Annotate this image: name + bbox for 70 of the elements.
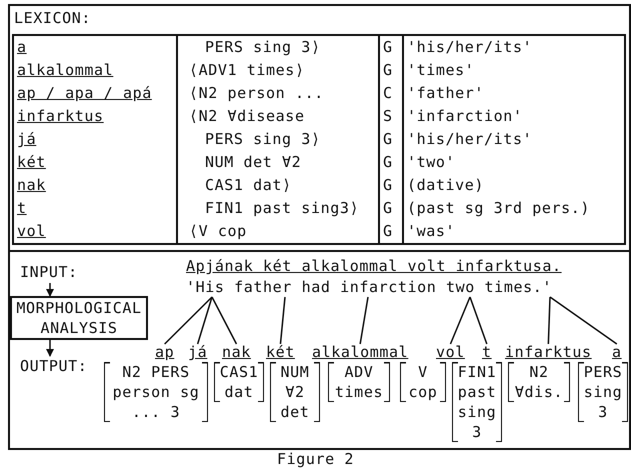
field-label: INPUT:: [20, 262, 78, 283]
arrow: [46, 340, 54, 357]
gloss-text: 'times': [407, 61, 474, 79]
code-letter: C: [383, 84, 393, 102]
code-letter: G: [383, 222, 393, 240]
lexical-form: alkalommal: [17, 61, 114, 79]
morpheme: két: [266, 342, 295, 363]
lexical-form: két: [17, 153, 46, 171]
gloss-text: 'infarction': [407, 107, 523, 125]
lexical-form: nak: [17, 176, 46, 194]
code-letter: G: [383, 61, 393, 79]
feature-code: NUM det ∀2: [205, 153, 302, 171]
feature-matrix: V cop: [400, 362, 446, 402]
process-box: MORPHOLOGICAL ANALYSIS: [10, 296, 148, 340]
feature-code: ⟨ADV1 times⟩: [189, 61, 305, 79]
morpheme: já: [188, 342, 208, 363]
feature-code: CAS1 dat⟩: [205, 176, 292, 194]
lexical-form: vol: [17, 222, 46, 240]
feature-code: PERS sing 3⟩: [205, 38, 321, 56]
feature-matrix: CAS1 dat: [214, 362, 264, 402]
morpheme: alkalommal: [312, 342, 408, 363]
connector-line: [196, 296, 213, 344]
morpheme: infarktus: [505, 342, 592, 363]
feature-matrix: N2 PERS person sg ... 3: [104, 362, 208, 422]
morpheme: t: [482, 342, 492, 363]
feature-code: ⟨N2 ∀disease: [189, 107, 305, 125]
translation-text: 'His father had infarction two times.': [186, 277, 553, 298]
connector-line: [359, 296, 369, 344]
lexical-form: t: [17, 199, 27, 217]
code-letter: S: [383, 107, 393, 125]
figure-caption: Figure 2: [276, 449, 356, 470]
lexical-form: já: [17, 130, 36, 148]
morpheme: ap: [155, 342, 174, 363]
morpheme: a: [612, 342, 622, 363]
feature-code: ⟨V cop: [189, 222, 247, 240]
gloss-text: 'two': [407, 153, 456, 171]
feature-matrix: NUM ∀2 det: [270, 362, 320, 422]
lexical-form: infarktus: [17, 107, 104, 125]
feature-matrix: FIN1 past sing 3: [452, 362, 502, 442]
morpheme: vol: [436, 342, 465, 363]
feature-code: ⟨N2 person ...: [189, 84, 324, 102]
feature-matrix: PERS sing 3: [578, 362, 628, 422]
connector-line: [280, 296, 286, 344]
connector-line: [450, 296, 471, 344]
gloss-text: 'was': [407, 222, 456, 240]
connector-line: [211, 296, 238, 344]
morpheme: nak: [222, 342, 251, 363]
arrow: [46, 283, 54, 297]
gloss-text: (dative): [407, 176, 484, 194]
input-sentence: Apjának két alkalommal volt infarktusa.: [186, 256, 562, 277]
section-heading: LEXICON:: [14, 8, 92, 29]
field-label: OUTPUT:: [20, 356, 88, 377]
code-letter: G: [383, 176, 393, 194]
gloss-text: 'his/her/its': [407, 38, 532, 56]
gloss-text: 'father': [407, 84, 484, 102]
feature-code: FIN1 past sing3⟩: [205, 199, 360, 217]
code-letter: G: [383, 130, 393, 148]
lexical-form: a: [17, 38, 27, 56]
feature-matrix: ADV times: [328, 362, 390, 402]
feature-code: PERS sing 3⟩: [205, 130, 321, 148]
feature-matrix: N2 ∀dis.: [508, 362, 570, 402]
gloss-text: 'his/her/its': [407, 130, 532, 148]
connector-line: [164, 296, 213, 345]
connector-line: [469, 296, 488, 344]
gloss-text: (past sg 3rd pers.): [407, 199, 590, 217]
lexical-form: ap / apa / apá: [17, 84, 152, 102]
code-letter: G: [383, 199, 393, 217]
code-letter: G: [383, 153, 393, 171]
code-letter: G: [383, 38, 393, 56]
connector-line: [548, 296, 551, 344]
